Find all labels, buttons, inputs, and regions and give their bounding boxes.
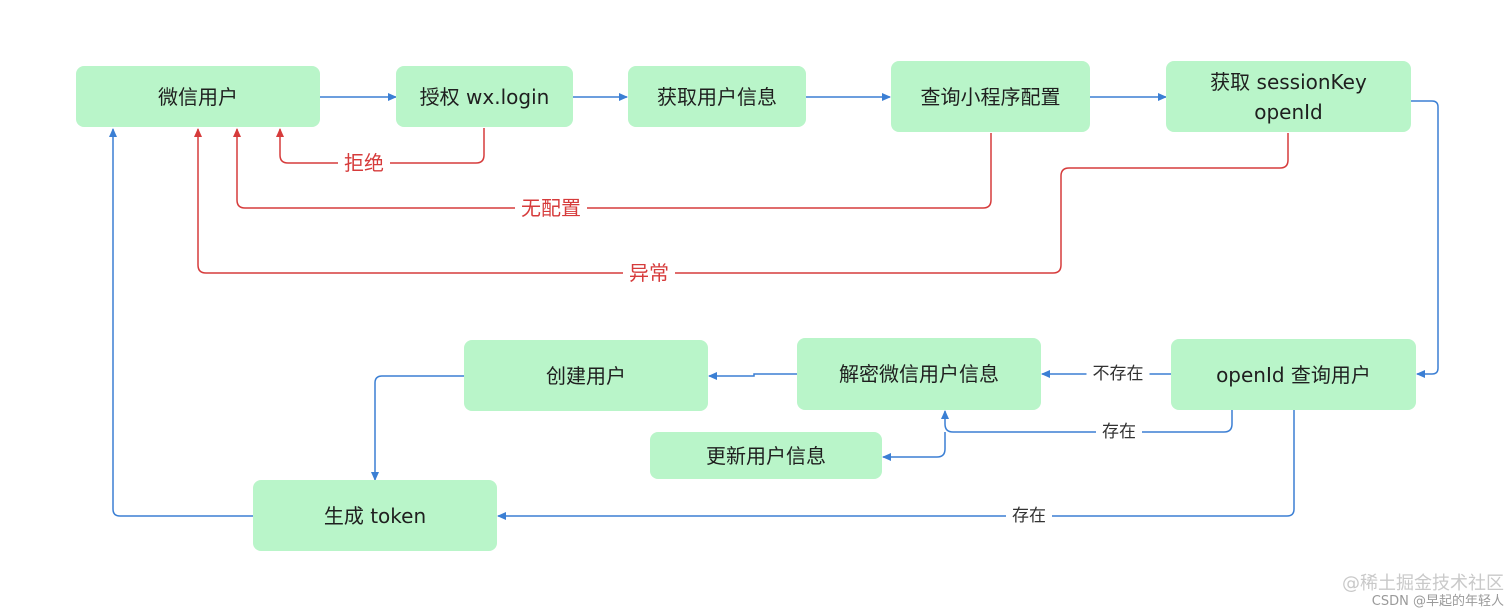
node-get-user-info: 获取用户信息 [628, 66, 806, 127]
watermark-line1: @稀土掘金技术社区 [1342, 573, 1504, 594]
node-label: 查询小程序配置 [920, 84, 1061, 109]
node-label: openId 查询用户 [1216, 362, 1371, 387]
edge-decrypt-to-update [882, 432, 946, 461]
edge-label-no-config: 无配置 [515, 197, 587, 219]
node-label: 微信用户 [158, 84, 238, 109]
edge-label-reject: 拒绝 [338, 152, 390, 174]
node-wechat-user: 微信用户 [76, 66, 320, 127]
node-gen-token: 生成 token [253, 480, 497, 551]
node-get-session: 获取 sessionKey openId [1166, 61, 1411, 132]
node-create-user: 创建用户 [464, 340, 708, 411]
node-label: 解密微信用户信息 [839, 362, 999, 386]
node-decrypt: 解密微信用户信息 [797, 338, 1041, 410]
node-label: 授权 wx.login [419, 84, 550, 109]
node-label: 获取用户信息 [657, 84, 777, 109]
edge-exist-token [497, 410, 1295, 520]
edge-label-exception: 异常 [623, 262, 675, 284]
edge-label-exist-update: 存在 [1096, 421, 1142, 443]
node-label: 创建用户 [546, 363, 626, 388]
node-query-config: 查询小程序配置 [891, 61, 1090, 132]
edge-label-not-exist: 不存在 [1086, 363, 1150, 385]
node-label: 生成 token [323, 503, 427, 528]
edge-exist-update [941, 410, 1233, 433]
edge-session-to-query [1411, 100, 1439, 378]
node-query-by-openid: openId 查询用户 [1171, 339, 1416, 410]
edge-create-to-token [371, 375, 464, 481]
edge-label-exist-token: 存在 [1006, 505, 1052, 527]
edge-exception [194, 128, 1289, 274]
watermark: @稀土掘金技术社区 CSDN @早起的年轻人 [1342, 574, 1504, 610]
watermark-line2: CSDN @早起的年轻人 [1371, 594, 1504, 609]
node-label: 更新用户信息 [706, 443, 826, 468]
node-update-user: 更新用户信息 [650, 432, 882, 479]
node-label-line2: openId [1254, 99, 1323, 124]
edge-token-to-user [109, 128, 253, 517]
node-authorize: 授权 wx.login [396, 66, 573, 127]
edge-decrypt-to-create [708, 372, 797, 380]
edge-no-config [233, 128, 992, 209]
node-label-line1: 获取 sessionKey [1210, 69, 1367, 94]
